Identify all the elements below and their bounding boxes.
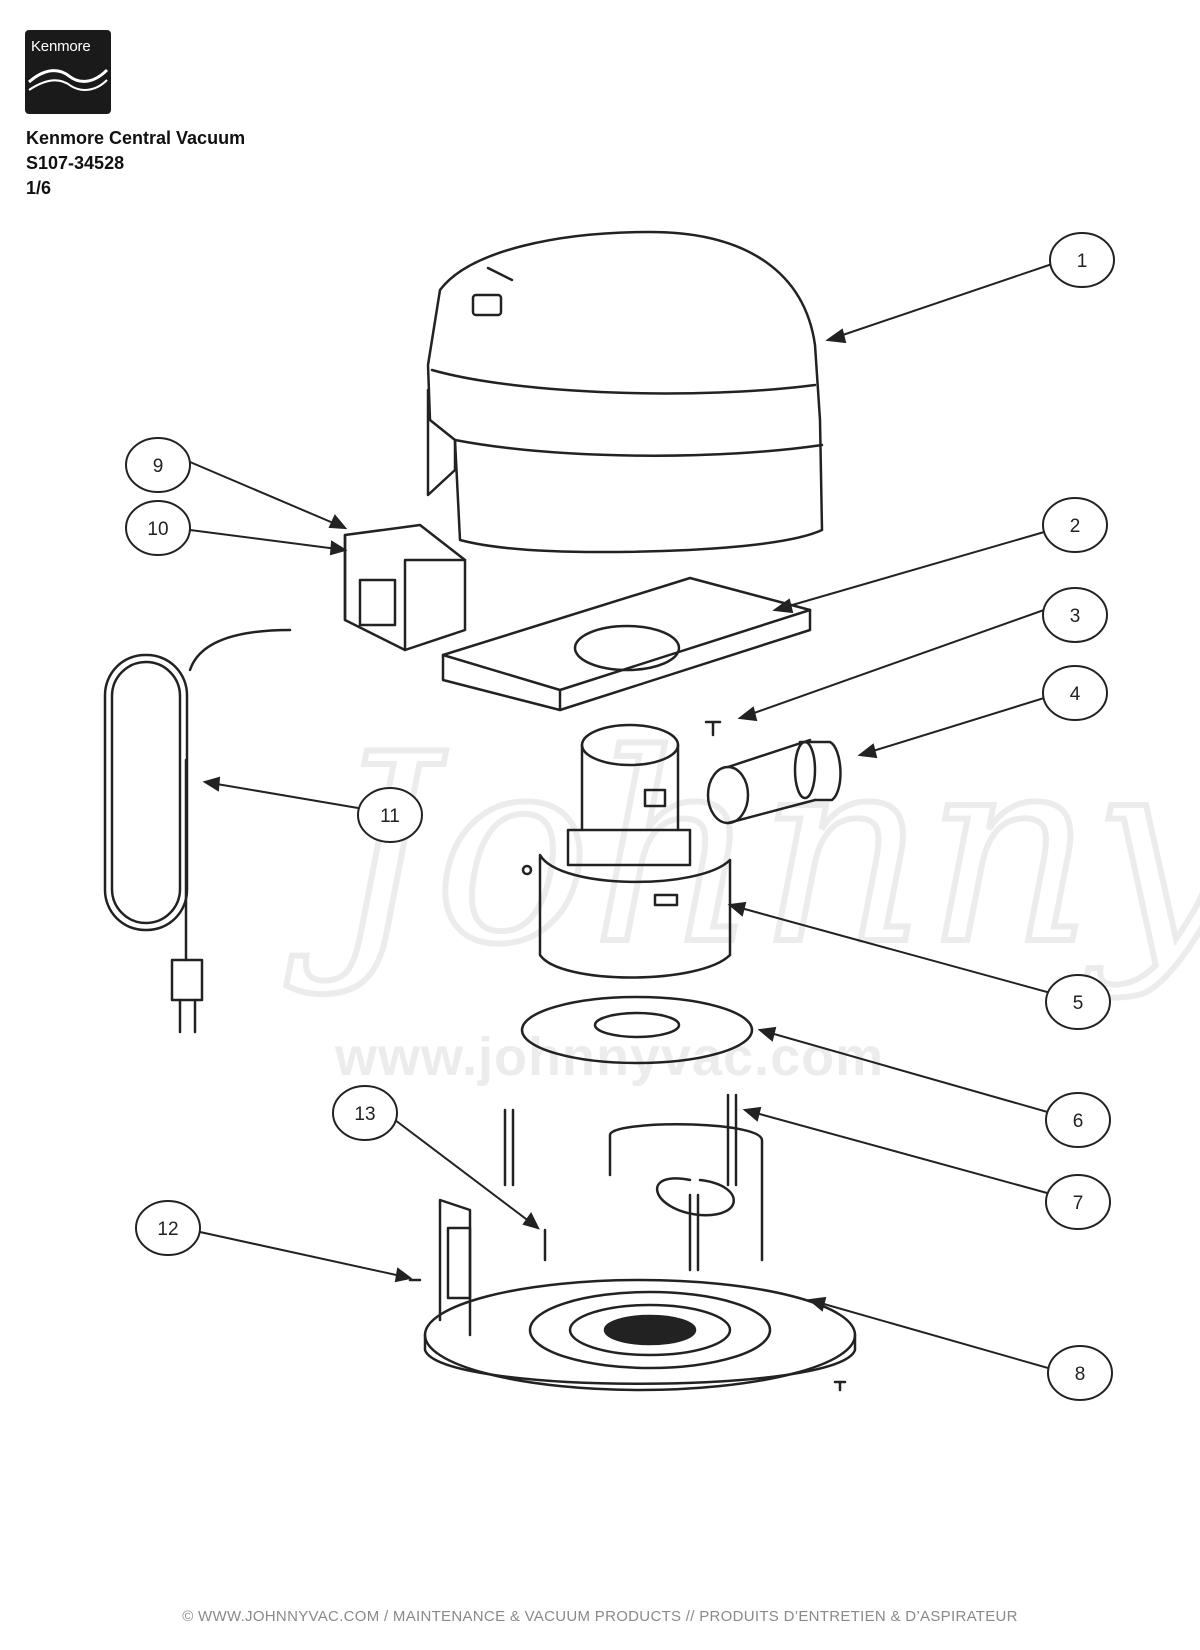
callout-circle-2: [1042, 497, 1108, 553]
part-1-cover: [426, 230, 824, 554]
part-11-cord: [103, 628, 292, 1034]
footer-copyright: © WWW.JOHNNYVAC.COM / MAINTENANCE & VACU…: [182, 1608, 1018, 1625]
watermark: Johnny www.johnnyvac.com: [282, 697, 1200, 1087]
document-header: Kenmore Central Vacuum S107-34528 1/6: [26, 126, 245, 201]
callout-1: 1: [1077, 251, 1088, 272]
document-title: Kenmore Central Vacuum: [26, 128, 246, 148]
callout-13: 13: [354, 1104, 375, 1125]
page-number: 1/6: [26, 178, 52, 198]
part-6-gasket: [520, 995, 754, 1065]
part-2-plate: [441, 576, 812, 712]
callout-circles: [125, 232, 1115, 1401]
watermark-url: www.johnnyvac.com: [334, 1027, 884, 1087]
callout-11: 11: [380, 806, 400, 827]
part-5-motor: [521, 723, 732, 979]
callout-circle-5: [1045, 974, 1111, 1030]
callout-circle-6: [1045, 1092, 1111, 1148]
svg-text:Johnny: Johnny: [285, 700, 1200, 1002]
part-7-springs: [503, 1093, 764, 1272]
callout-circle-12: [135, 1200, 201, 1256]
callout-12: 12: [157, 1219, 178, 1240]
callout-6: 6: [1073, 1111, 1084, 1132]
callout-circle-11: [357, 787, 423, 843]
logo-brand: Kenmore: [31, 38, 91, 55]
callout-numbers: 1 2 3 4 5 6 7 8 9 10 11 12 13: [147, 251, 1087, 1385]
callout-circle-3: [1042, 587, 1108, 643]
callout-circle-4: [1042, 665, 1108, 721]
callout-4: 4: [1070, 684, 1081, 705]
callout-circle-1: [1049, 232, 1115, 288]
callout-9: 9: [153, 456, 164, 477]
callout-3: 3: [1070, 606, 1081, 627]
callout-circle-7: [1045, 1174, 1111, 1230]
callout-circle-13: [332, 1085, 398, 1141]
callout-circle-8: [1047, 1345, 1113, 1401]
part-8-base: [423, 1198, 857, 1392]
callout-circle-10: [125, 500, 191, 556]
part-9-10-switch: [343, 523, 467, 652]
leader-lines: [189, 261, 1071, 1373]
callout-5: 5: [1073, 993, 1084, 1014]
part-12-13-screws: [408, 1228, 847, 1392]
callout-10: 10: [147, 519, 168, 540]
part-4-tube: [706, 738, 842, 825]
callout-circle-9: [125, 437, 191, 493]
model-number: S107-34528: [26, 153, 125, 173]
part-3-screw: [704, 720, 722, 737]
callout-7: 7: [1073, 1193, 1084, 1214]
callout-2: 2: [1070, 516, 1081, 537]
callout-8: 8: [1075, 1364, 1086, 1385]
logo-wave-icon: [28, 68, 109, 91]
kenmore-logo: Kenmore: [25, 30, 111, 114]
